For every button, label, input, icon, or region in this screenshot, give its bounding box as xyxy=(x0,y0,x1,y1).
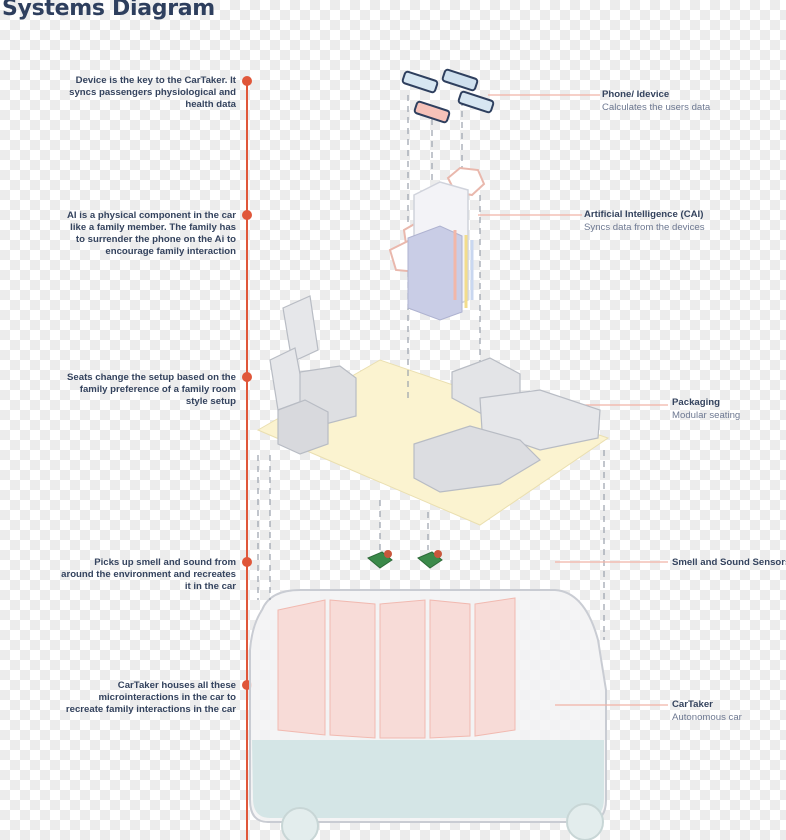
note-sensors: Picks up smell and sound from around the… xyxy=(61,557,236,592)
note-seats: Seats change the setup based on the fami… xyxy=(67,372,236,407)
car-icon xyxy=(249,589,607,840)
label-sensors: Smell and Sound Sensors xyxy=(672,556,786,569)
car-wheel-left xyxy=(281,807,319,840)
seat-icon xyxy=(269,295,601,493)
note-ai: AI is a physical component in the car li… xyxy=(66,210,236,257)
label-cartaker-title: CarTaker xyxy=(672,699,713,710)
label-packaging: Packaging Modular seating xyxy=(672,396,786,422)
timeline-dot-seats xyxy=(242,372,252,382)
label-sensors-title: Smell and Sound Sensors xyxy=(672,557,786,568)
car-water xyxy=(252,740,604,818)
note-device: Device is the key to the CarTaker. It sy… xyxy=(69,75,236,110)
label-ai-title: Artificial Intelligence (CAI) xyxy=(584,209,704,220)
note-cartaker: CarTaker houses all these microinteracti… xyxy=(65,680,236,715)
label-phone-subtitle: Calculates the users data xyxy=(602,102,711,113)
sensor-icon xyxy=(367,550,443,569)
label-ai-subtitle: Syncs data from the devices xyxy=(584,222,705,233)
label-phone-title: Phone/ Idevice xyxy=(602,89,670,100)
sensor-left xyxy=(367,550,393,569)
car-wheel-right xyxy=(566,803,604,840)
car-panels xyxy=(277,597,516,739)
timeline-dot-sensors xyxy=(242,557,252,567)
ai-icon xyxy=(388,166,486,321)
label-ai: Artificial Intelligence (CAI) Syncs data… xyxy=(584,208,705,234)
page-title: Systems Diagram xyxy=(2,0,215,21)
label-packaging-subtitle: Modular seating xyxy=(672,410,741,421)
sensor-right xyxy=(417,550,443,569)
label-cartaker-subtitle: Autonomous car xyxy=(672,712,742,723)
timeline-dot-ai xyxy=(242,210,252,220)
timeline-dot-device xyxy=(242,76,252,86)
guide-lines xyxy=(257,95,605,640)
label-cartaker: CarTaker Autonomous car xyxy=(672,698,786,724)
label-phone: Phone/ Idevice Calculates the users data xyxy=(602,88,716,114)
label-packaging-title: Packaging xyxy=(672,397,720,408)
phone-icon xyxy=(401,68,495,124)
ai-body-front xyxy=(407,225,463,321)
